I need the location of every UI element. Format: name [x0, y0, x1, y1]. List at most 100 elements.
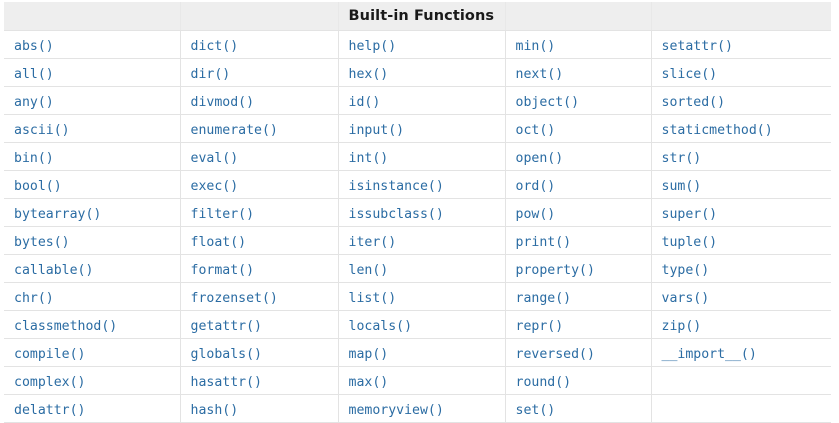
cell-col2-row10: frozenset() [180, 282, 339, 311]
function-link-str[interactable]: str() [661, 151, 702, 166]
function-link-object[interactable]: object() [515, 95, 580, 110]
function-link-sum[interactable]: sum() [661, 179, 702, 194]
cell-col3-row9: len() [338, 254, 506, 283]
function-link-input[interactable]: input() [348, 123, 405, 138]
function-link-complex[interactable]: complex() [14, 375, 86, 390]
function-link-iter[interactable]: iter() [348, 235, 397, 250]
function-link-locals[interactable]: locals() [348, 319, 413, 334]
function-link-divmod[interactable]: divmod() [190, 95, 255, 110]
function-link-hasattr[interactable]: hasattr() [190, 375, 262, 390]
function-link-id[interactable]: id() [348, 95, 381, 110]
cell-col2-row4: enumerate() [180, 114, 339, 143]
function-link-all[interactable]: all() [14, 67, 54, 82]
function-link-chr[interactable]: chr() [14, 291, 54, 306]
function-link-int[interactable]: int() [348, 151, 389, 166]
function-link-compile[interactable]: compile() [14, 347, 86, 362]
cell-col4-row14: set() [505, 394, 652, 423]
cell-col5-row11: zip() [651, 310, 831, 339]
cell-col5-row13 [651, 366, 831, 395]
cell-col1-row7: bytearray() [4, 198, 181, 227]
function-link-any[interactable]: any() [14, 95, 54, 110]
table-row: all() dir() hex() next() slice() [4, 58, 831, 87]
cell-col3-row12: map() [338, 338, 506, 367]
header-cell-col1 [4, 2, 181, 31]
cell-col3-row3: id() [338, 86, 506, 115]
function-link-import[interactable]: __import__() [661, 347, 757, 362]
function-link-dict[interactable]: dict() [190, 39, 239, 54]
function-link-eval[interactable]: eval() [190, 151, 239, 166]
function-link-getattr[interactable]: getattr() [190, 319, 262, 334]
function-link-len[interactable]: len() [348, 263, 389, 278]
function-link-hash[interactable]: hash() [190, 403, 239, 418]
function-link-next[interactable]: next() [515, 67, 564, 82]
function-link-slice[interactable]: slice() [661, 67, 718, 82]
function-link-map[interactable]: map() [348, 347, 389, 362]
function-link-set[interactable]: set() [515, 403, 556, 418]
cell-col1-row10: chr() [4, 282, 181, 311]
cell-col5-row6: sum() [651, 170, 831, 199]
function-link-property[interactable]: property() [515, 263, 595, 278]
function-link-dir[interactable]: dir() [190, 67, 231, 82]
cell-col1-row4: ascii() [4, 114, 181, 143]
function-link-format[interactable]: format() [190, 263, 255, 278]
function-link-isinstance[interactable]: isinstance() [348, 179, 444, 194]
function-link-hex[interactable]: hex() [348, 67, 389, 82]
table-body: abs() dict() help() min() setattr() all(… [4, 30, 831, 423]
function-link-super[interactable]: super() [661, 207, 718, 222]
cell-col4-row8: print() [505, 226, 652, 255]
function-link-reversed[interactable]: reversed() [515, 347, 595, 362]
function-link-round[interactable]: round() [515, 375, 572, 390]
table-row: abs() dict() help() min() setattr() [4, 30, 831, 59]
function-link-issubclass[interactable]: issubclass() [348, 207, 444, 222]
table-row: bin() eval() int() open() str() [4, 142, 831, 171]
cell-col2-row7: filter() [180, 198, 339, 227]
function-link-float[interactable]: float() [190, 235, 247, 250]
function-link-delattr[interactable]: delattr() [14, 403, 86, 418]
function-link-bool[interactable]: bool() [14, 179, 62, 194]
function-link-exec[interactable]: exec() [190, 179, 239, 194]
cell-col4-row1: min() [505, 30, 652, 59]
function-link-range[interactable]: range() [515, 291, 572, 306]
table-row: callable() format() len() property() typ… [4, 254, 831, 283]
cell-col4-row13: round() [505, 366, 652, 395]
cell-col1-row5: bin() [4, 142, 181, 171]
cell-col5-row4: staticmethod() [651, 114, 831, 143]
function-link-staticmethod[interactable]: staticmethod() [661, 123, 773, 138]
function-link-abs[interactable]: abs() [14, 39, 54, 54]
function-link-open[interactable]: open() [515, 151, 564, 166]
table-row: compile() globals() map() reversed() __i… [4, 338, 831, 367]
function-link-pow[interactable]: pow() [515, 207, 556, 222]
table-title: Built-in Functions [338, 2, 506, 31]
function-link-min[interactable]: min() [515, 39, 556, 54]
function-link-memoryview[interactable]: memoryview() [348, 403, 444, 418]
function-link-sorted[interactable]: sorted() [661, 95, 726, 110]
function-link-frozenset[interactable]: frozenset() [190, 291, 278, 306]
function-link-help[interactable]: help() [348, 39, 397, 54]
function-link-ord[interactable]: ord() [515, 179, 556, 194]
function-link-callable[interactable]: callable() [14, 263, 94, 278]
function-link-repr[interactable]: repr() [515, 319, 564, 334]
function-link-zip[interactable]: zip() [661, 319, 702, 334]
function-link-setattr[interactable]: setattr() [661, 39, 733, 54]
table-header: Built-in Functions [4, 2, 831, 31]
function-link-bytearray[interactable]: bytearray() [14, 207, 102, 222]
function-link-oct[interactable]: oct() [515, 123, 556, 138]
function-link-ascii[interactable]: ascii() [14, 123, 70, 138]
function-link-type[interactable]: type() [661, 263, 710, 278]
function-link-list[interactable]: list() [348, 291, 397, 306]
cell-col4-row2: next() [505, 58, 652, 87]
function-link-enumerate[interactable]: enumerate() [190, 123, 278, 138]
cell-col1-row8: bytes() [4, 226, 181, 255]
cell-col3-row7: issubclass() [338, 198, 506, 227]
table-row: classmethod() getattr() locals() repr() … [4, 310, 831, 339]
function-link-vars[interactable]: vars() [661, 291, 710, 306]
function-link-globals[interactable]: globals() [190, 347, 262, 362]
table-row: ascii() enumerate() input() oct() static… [4, 114, 831, 143]
function-link-print[interactable]: print() [515, 235, 572, 250]
function-link-classmethod[interactable]: classmethod() [14, 319, 118, 334]
function-link-bin[interactable]: bin() [14, 151, 54, 166]
function-link-filter[interactable]: filter() [190, 207, 255, 222]
function-link-max[interactable]: max() [348, 375, 389, 390]
function-link-tuple[interactable]: tuple() [661, 235, 718, 250]
function-link-bytes[interactable]: bytes() [14, 235, 70, 250]
